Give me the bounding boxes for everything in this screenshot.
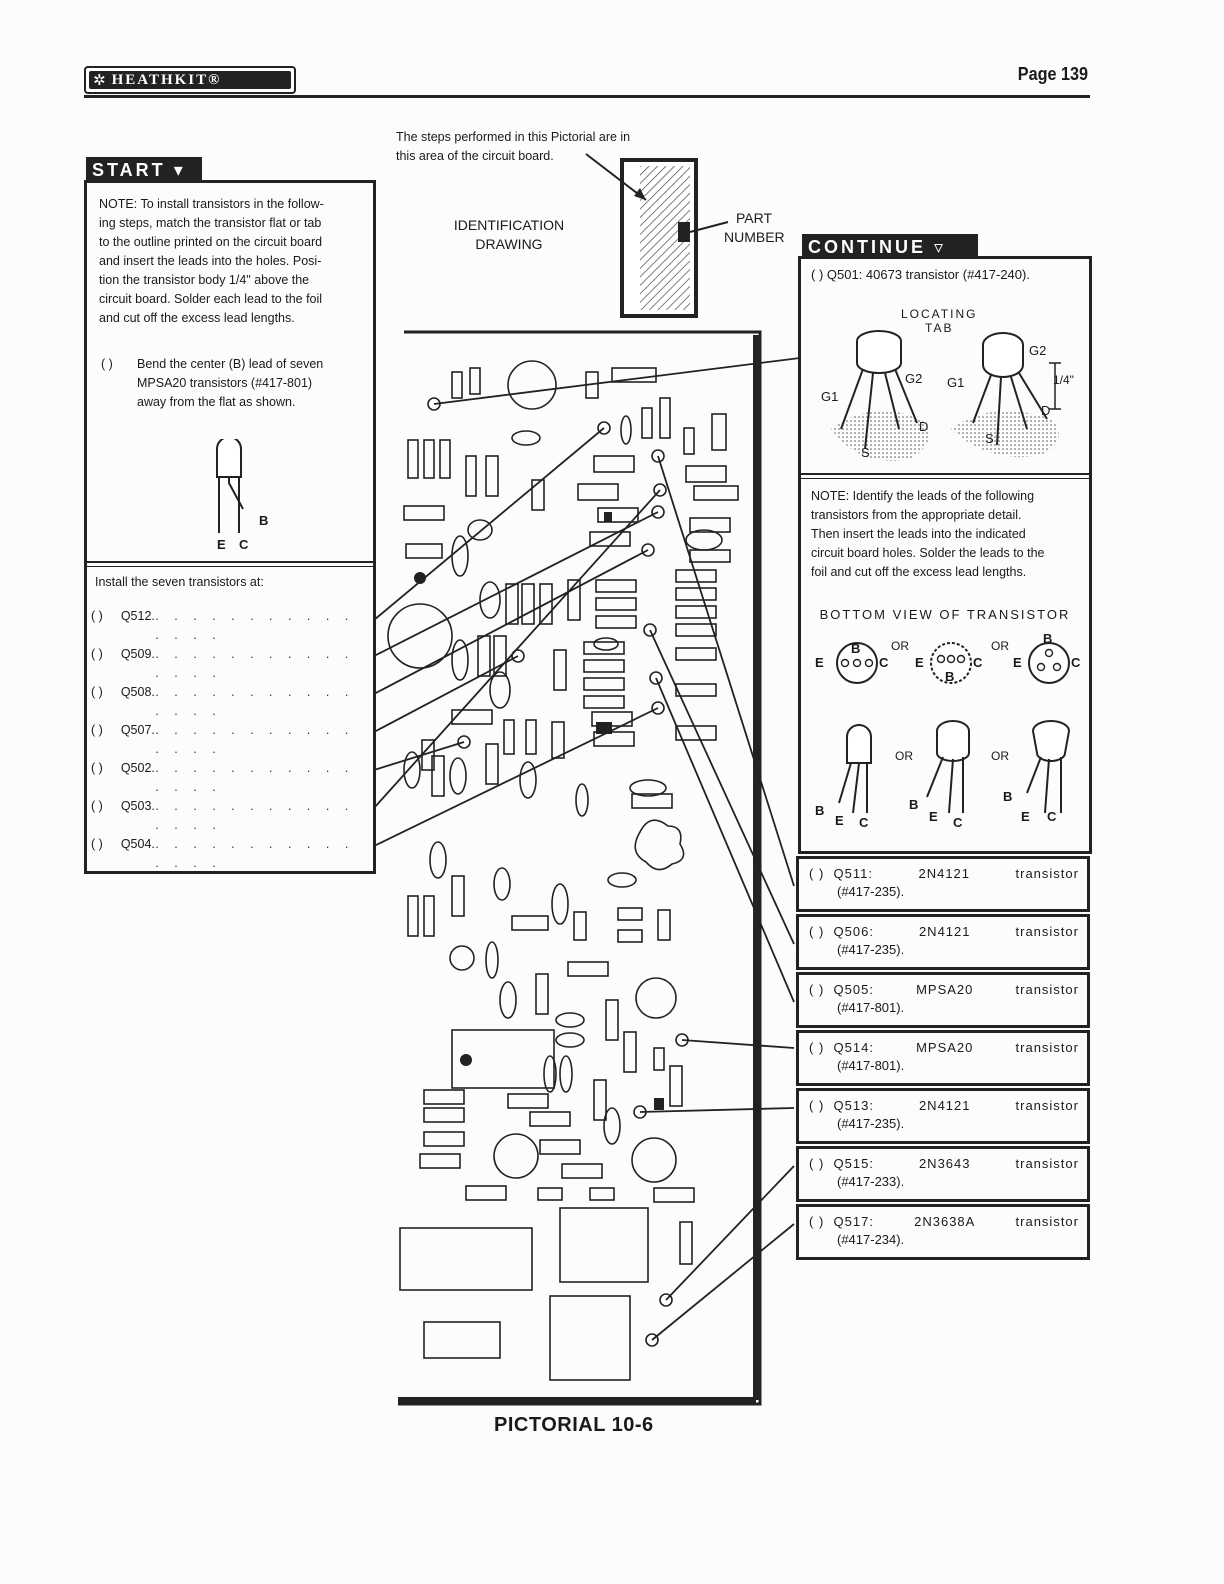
brand-name: HEATHKIT® — [111, 71, 222, 88]
or-label-2: OR — [991, 639, 1009, 653]
install-list: ( ) Q512. . . . . . . . . . . . . . . . … — [91, 607, 371, 873]
pin-c-5: C — [953, 815, 963, 830]
dot-leader: . . . . . . . . . . . . . . . — [155, 723, 355, 756]
lead-c-label: C — [239, 537, 249, 552]
bend-step-checkbox[interactable]: ( ) — [101, 357, 113, 371]
q501-step[interactable]: ( ) Q501: 40673 transistor (#417-240). — [811, 267, 1030, 282]
start-badge: START ▾ — [86, 157, 202, 183]
bent-lead-transistor-icon — [216, 439, 244, 533]
g1-label: G1 — [821, 389, 839, 404]
or-label-4: OR — [991, 749, 1009, 763]
list-item: ( ) Q502. . . . . . . . . . . . . . . . — [91, 759, 371, 797]
bottom-view-title: BOTTOM VIEW OF TRANSISTOR — [819, 607, 1071, 622]
transistor-pinout-icons — [836, 642, 1071, 814]
arrow-down-outline-icon: ▿ — [934, 237, 947, 257]
continue-badge: CONTINUE ▿ — [802, 234, 978, 260]
or-label-1: OR — [891, 639, 909, 653]
pin-c-4: C — [859, 815, 869, 830]
header-rule — [84, 95, 1090, 98]
pin-e-4: E — [835, 813, 844, 828]
g2-label: G2 — [905, 371, 923, 386]
item-checkbox[interactable]: ( ) — [91, 799, 103, 813]
pin-b-4: B — [815, 803, 825, 818]
lead-e-label: E — [217, 537, 226, 552]
pin-e-1: E — [815, 655, 824, 670]
dot-leader: . . . . . . . . . . . . . . . — [155, 799, 355, 832]
list-item: ( ) Q512. . . . . . . . . . . . . . . . — [91, 607, 371, 645]
pin-e-5: E — [929, 809, 938, 824]
list-item: ( ) Q504. . . . . . . . . . . . . . . . — [91, 835, 371, 873]
start-panel: NOTE: To install transistors in the foll… — [84, 180, 376, 874]
transistor-positions — [427, 397, 689, 1347]
list-item: ( ) Q507. . . . . . . . . . . . . . . . — [91, 721, 371, 759]
pin-b-1: B — [851, 641, 861, 656]
pin-c-6: C — [1047, 809, 1057, 824]
atom-icon: ✲ — [93, 72, 106, 89]
identification-board-icon — [585, 153, 729, 318]
dot-leader: . . . . . . . . . . . . . . . — [155, 761, 355, 794]
locating-tab-label: LOCATING TAB — [901, 307, 978, 335]
quarter-inch-label: 1/4" — [1053, 373, 1074, 387]
d-label: D — [919, 419, 929, 434]
item-checkbox[interactable]: ( ) — [91, 647, 103, 661]
item-checkbox[interactable]: ( ) — [91, 723, 103, 737]
pin-e-6: E — [1021, 809, 1030, 824]
s-label-right: S — [985, 431, 994, 446]
pin-b-2: B — [945, 669, 955, 684]
continue-panel: ( ) Q501: 40673 transistor (#417-240). L… — [798, 256, 1092, 854]
arrow-down-icon: ▾ — [173, 160, 186, 180]
dot-leader: . . . . . . . . . . . . . . . — [155, 647, 355, 680]
circuit-board-outline — [398, 330, 762, 1406]
list-item: ( ) Q509. . . . . . . . . . . . . . . . — [91, 645, 371, 683]
pin-c-1: C — [879, 655, 889, 670]
mosfet-lead-detail-icon — [831, 330, 1061, 461]
install-note: NOTE: To install transistors in the foll… — [99, 197, 324, 325]
pin-e-2: E — [915, 655, 924, 670]
d-label-right: D — [1041, 403, 1051, 418]
lead-b-label: B — [259, 513, 269, 528]
pin-b-3: B — [1043, 631, 1053, 646]
install-list-title: Install the seven transistors at: — [95, 575, 264, 589]
pin-b-6: B — [1003, 789, 1013, 804]
item-checkbox[interactable]: ( ) — [91, 685, 103, 699]
component-footprints — [387, 360, 739, 1381]
or-label-3: OR — [895, 749, 913, 763]
dot-leader: . . . . . . . . . . . . . . . — [155, 609, 355, 642]
identification-drawing-label: IDENTIFICATION DRAWING — [453, 217, 565, 252]
page-number: Page 139 — [1017, 64, 1088, 84]
start-leader-lines — [373, 357, 801, 1341]
part-number-label: PART NUMBER — [724, 210, 785, 245]
pin-b-5: B — [909, 797, 919, 812]
bend-step-text: Bend the center (B) lead of seven MPSA20… — [137, 357, 324, 409]
item-checkbox[interactable]: ( ) — [91, 609, 103, 623]
dot-leader: . . . . . . . . . . . . . . . — [155, 837, 355, 870]
pin-c-3: C — [1071, 655, 1081, 670]
g1-label-right: G1 — [947, 375, 965, 390]
list-item: ( ) Q508. . . . . . . . . . . . . . . . — [91, 683, 371, 721]
pin-c-2: C — [973, 655, 983, 670]
item-checkbox[interactable]: ( ) — [91, 837, 103, 851]
pin-e-3: E — [1013, 655, 1022, 670]
dot-leader: . . . . . . . . . . . . . . . — [155, 685, 355, 718]
pictorial-caption: PICTORIAL 10-6 — [494, 1414, 654, 1436]
identify-leads-note: NOTE: Identify the leads of the followin… — [811, 489, 1045, 579]
list-item: ( ) Q503. . . . . . . . . . . . . . . . — [91, 797, 371, 835]
pictorial-area-note: The steps performed in this Pictorial ar… — [396, 130, 631, 163]
g2-label-right: G2 — [1029, 343, 1047, 358]
heathkit-logo: ✲ HEATHKIT® — [84, 66, 296, 94]
s-label: S — [861, 445, 870, 460]
item-checkbox[interactable]: ( ) — [91, 761, 103, 775]
